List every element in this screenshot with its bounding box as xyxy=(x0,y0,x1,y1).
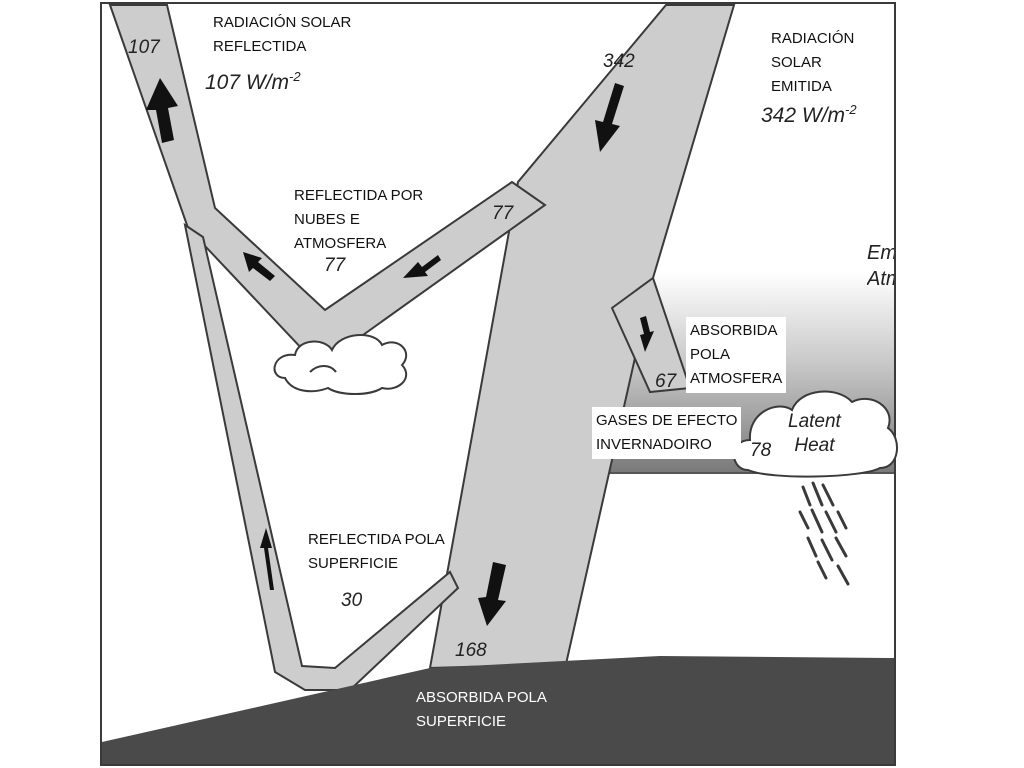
surface-reflection-label: REFLECTIDA POLA SUPERFICIE xyxy=(308,528,445,576)
down-arrow-surface xyxy=(478,562,506,626)
absorbed-atmosphere-value: 67 xyxy=(655,371,677,392)
clouds-reflection-label: REFLECTIDA POR NUBES E ATMOSFERA xyxy=(294,184,423,256)
absorbed-atmosphere-line-3: ATMOSFERA xyxy=(690,370,783,387)
reflected-solar-exponent: -2 xyxy=(289,69,301,84)
incoming-solar-value: 342 W/m-2 xyxy=(761,99,857,127)
arrow-absorbed-atmosphere xyxy=(640,316,654,352)
greenhouse-line-1: GASES DE EFECTO xyxy=(596,412,738,429)
absorbed-surface-line-2: SUPERFICIE xyxy=(416,713,507,730)
latent-heat-line-1: Latent xyxy=(788,411,841,432)
arrow-cloud-branch-left xyxy=(243,252,275,281)
incoming-solar-value-text: 342 W/m xyxy=(761,104,846,127)
absorbed-atmosphere-line-2: POLA xyxy=(690,346,731,363)
latent-heat-label: Latent Heat xyxy=(788,410,841,458)
clouds-reflection-value-right: 77 xyxy=(492,203,514,224)
reflected-solar-value-text: 107 W/m xyxy=(205,71,290,94)
small-cloud xyxy=(273,333,408,395)
reflected-solar-value: 107 W/m-2 xyxy=(205,66,301,94)
arrows xyxy=(146,78,654,626)
clouds-reflection-line-3: ATMOSFERA xyxy=(294,235,387,252)
latent-heat-cloud xyxy=(733,390,899,478)
clouds-reflection-line-1: REFLECTIDA POR xyxy=(294,187,424,204)
incoming-solar-line-2: SOLAR xyxy=(771,54,822,71)
absorbed-surface-value: 168 xyxy=(455,640,487,661)
absorbed-surface-line-1: ABSORBIDA POLA xyxy=(416,689,547,706)
surface-reflection-line-2: SUPERFICIE xyxy=(308,555,399,572)
small-cloud-detail xyxy=(309,365,337,373)
cutoff-line-2: Atm xyxy=(867,268,894,290)
incoming-solar-line-1: RADIACIÓN xyxy=(771,30,855,47)
diagram-frame xyxy=(100,2,896,766)
clouds-reflection-line-2: NUBES E xyxy=(294,211,360,228)
down-arrow-incoming xyxy=(595,83,624,152)
latent-heat-value: 78 xyxy=(750,440,772,461)
incoming-solar-exponent: -2 xyxy=(845,102,857,117)
reflected-solar-line-2: REFLECTIDA xyxy=(213,38,307,55)
surface-reflection-band xyxy=(183,222,460,691)
absorbed-surface-label: ABSORBIDA POLA SUPERFICIE xyxy=(416,686,547,734)
arrow-surface-reflection xyxy=(260,528,274,590)
ground-surface xyxy=(102,656,894,764)
incoming-solar-line-3: EMITIDA xyxy=(771,78,832,95)
greenhouse-label: GASES DE EFECTO INVERNADOIRO xyxy=(592,407,742,459)
reflected-solar-line-1: RADIACIÓN SOLAR xyxy=(213,14,352,31)
incoming-solar-label: RADIACIÓN SOLAR EMITIDA xyxy=(771,27,854,99)
absorbed-atmosphere-line-1: ABSORBIDA xyxy=(690,322,778,339)
incoming-band-value: 342 xyxy=(603,51,635,72)
arrow-cloud-branch-right xyxy=(403,255,441,278)
greenhouse-line-2: INVERNADOIRO xyxy=(596,436,712,453)
surface-reflection-line-1: REFLECTIDA POLA xyxy=(308,531,445,548)
latent-heat-line-2: Heat xyxy=(794,435,835,456)
clouds-reflection-value-left: 77 xyxy=(324,255,346,276)
up-arrow-reflected xyxy=(146,78,178,143)
absorbed-atmosphere-label: ABSORBIDA POLA ATMOSFERA xyxy=(686,317,787,393)
surface-reflection-value: 30 xyxy=(341,590,363,611)
cutoff-line-1: Em xyxy=(867,242,894,264)
atmosphere-edge xyxy=(572,472,894,474)
rain-marks xyxy=(798,481,850,586)
reflected-solar-band xyxy=(108,4,547,357)
cutoff-emitted-text: Em Atm xyxy=(867,240,894,292)
reflected-solar-label: RADIACIÓN SOLAR REFLECTIDA xyxy=(213,11,351,59)
reflected-band-value: 107 xyxy=(128,37,160,58)
